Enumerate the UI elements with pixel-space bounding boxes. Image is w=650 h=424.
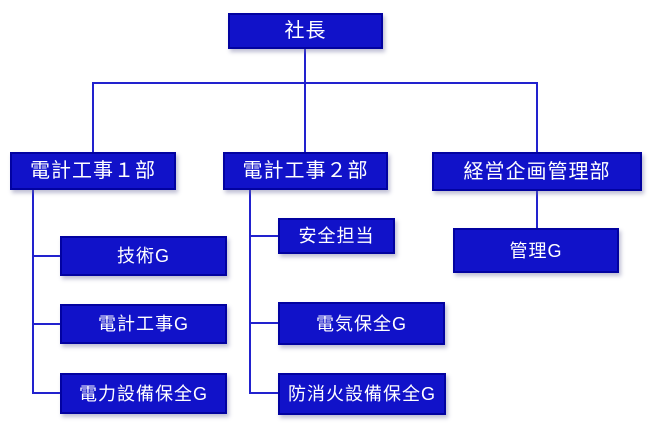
connector-line [304, 49, 306, 83]
connector-line [92, 82, 538, 84]
connector-line [249, 189, 251, 394]
connector-line [32, 189, 34, 394]
connector-line [304, 82, 306, 152]
org-box-safety-officer: 安全担当 [278, 218, 395, 254]
org-box-fire-prevention-maintenance-group: 防消火設備保全G [278, 373, 446, 415]
connector-line [32, 255, 62, 257]
connector-line [536, 190, 538, 230]
connector-line [249, 322, 280, 324]
connector-line [249, 392, 280, 394]
org-box-president: 社長 [228, 13, 383, 49]
connector-line [32, 392, 62, 394]
connector-line [249, 235, 280, 237]
org-box-admin-group: 管理G [453, 228, 619, 273]
org-box-technology-group: 技術G [60, 236, 227, 276]
org-box-electrical-works-group: 電計工事G [60, 304, 227, 344]
org-box-corporate-planning-dept: 経営企画管理部 [432, 152, 642, 191]
org-box-power-facility-maintenance-group: 電力設備保全G [60, 373, 227, 414]
org-box-electrical-works-dept2: 電計工事２部 [223, 152, 388, 190]
connector-line [92, 82, 94, 152]
connector-line [32, 323, 62, 325]
org-box-electric-maintenance-group: 電気保全G [278, 302, 445, 345]
connector-line [536, 82, 538, 152]
org-box-electrical-works-dept1: 電計工事１部 [10, 152, 176, 190]
